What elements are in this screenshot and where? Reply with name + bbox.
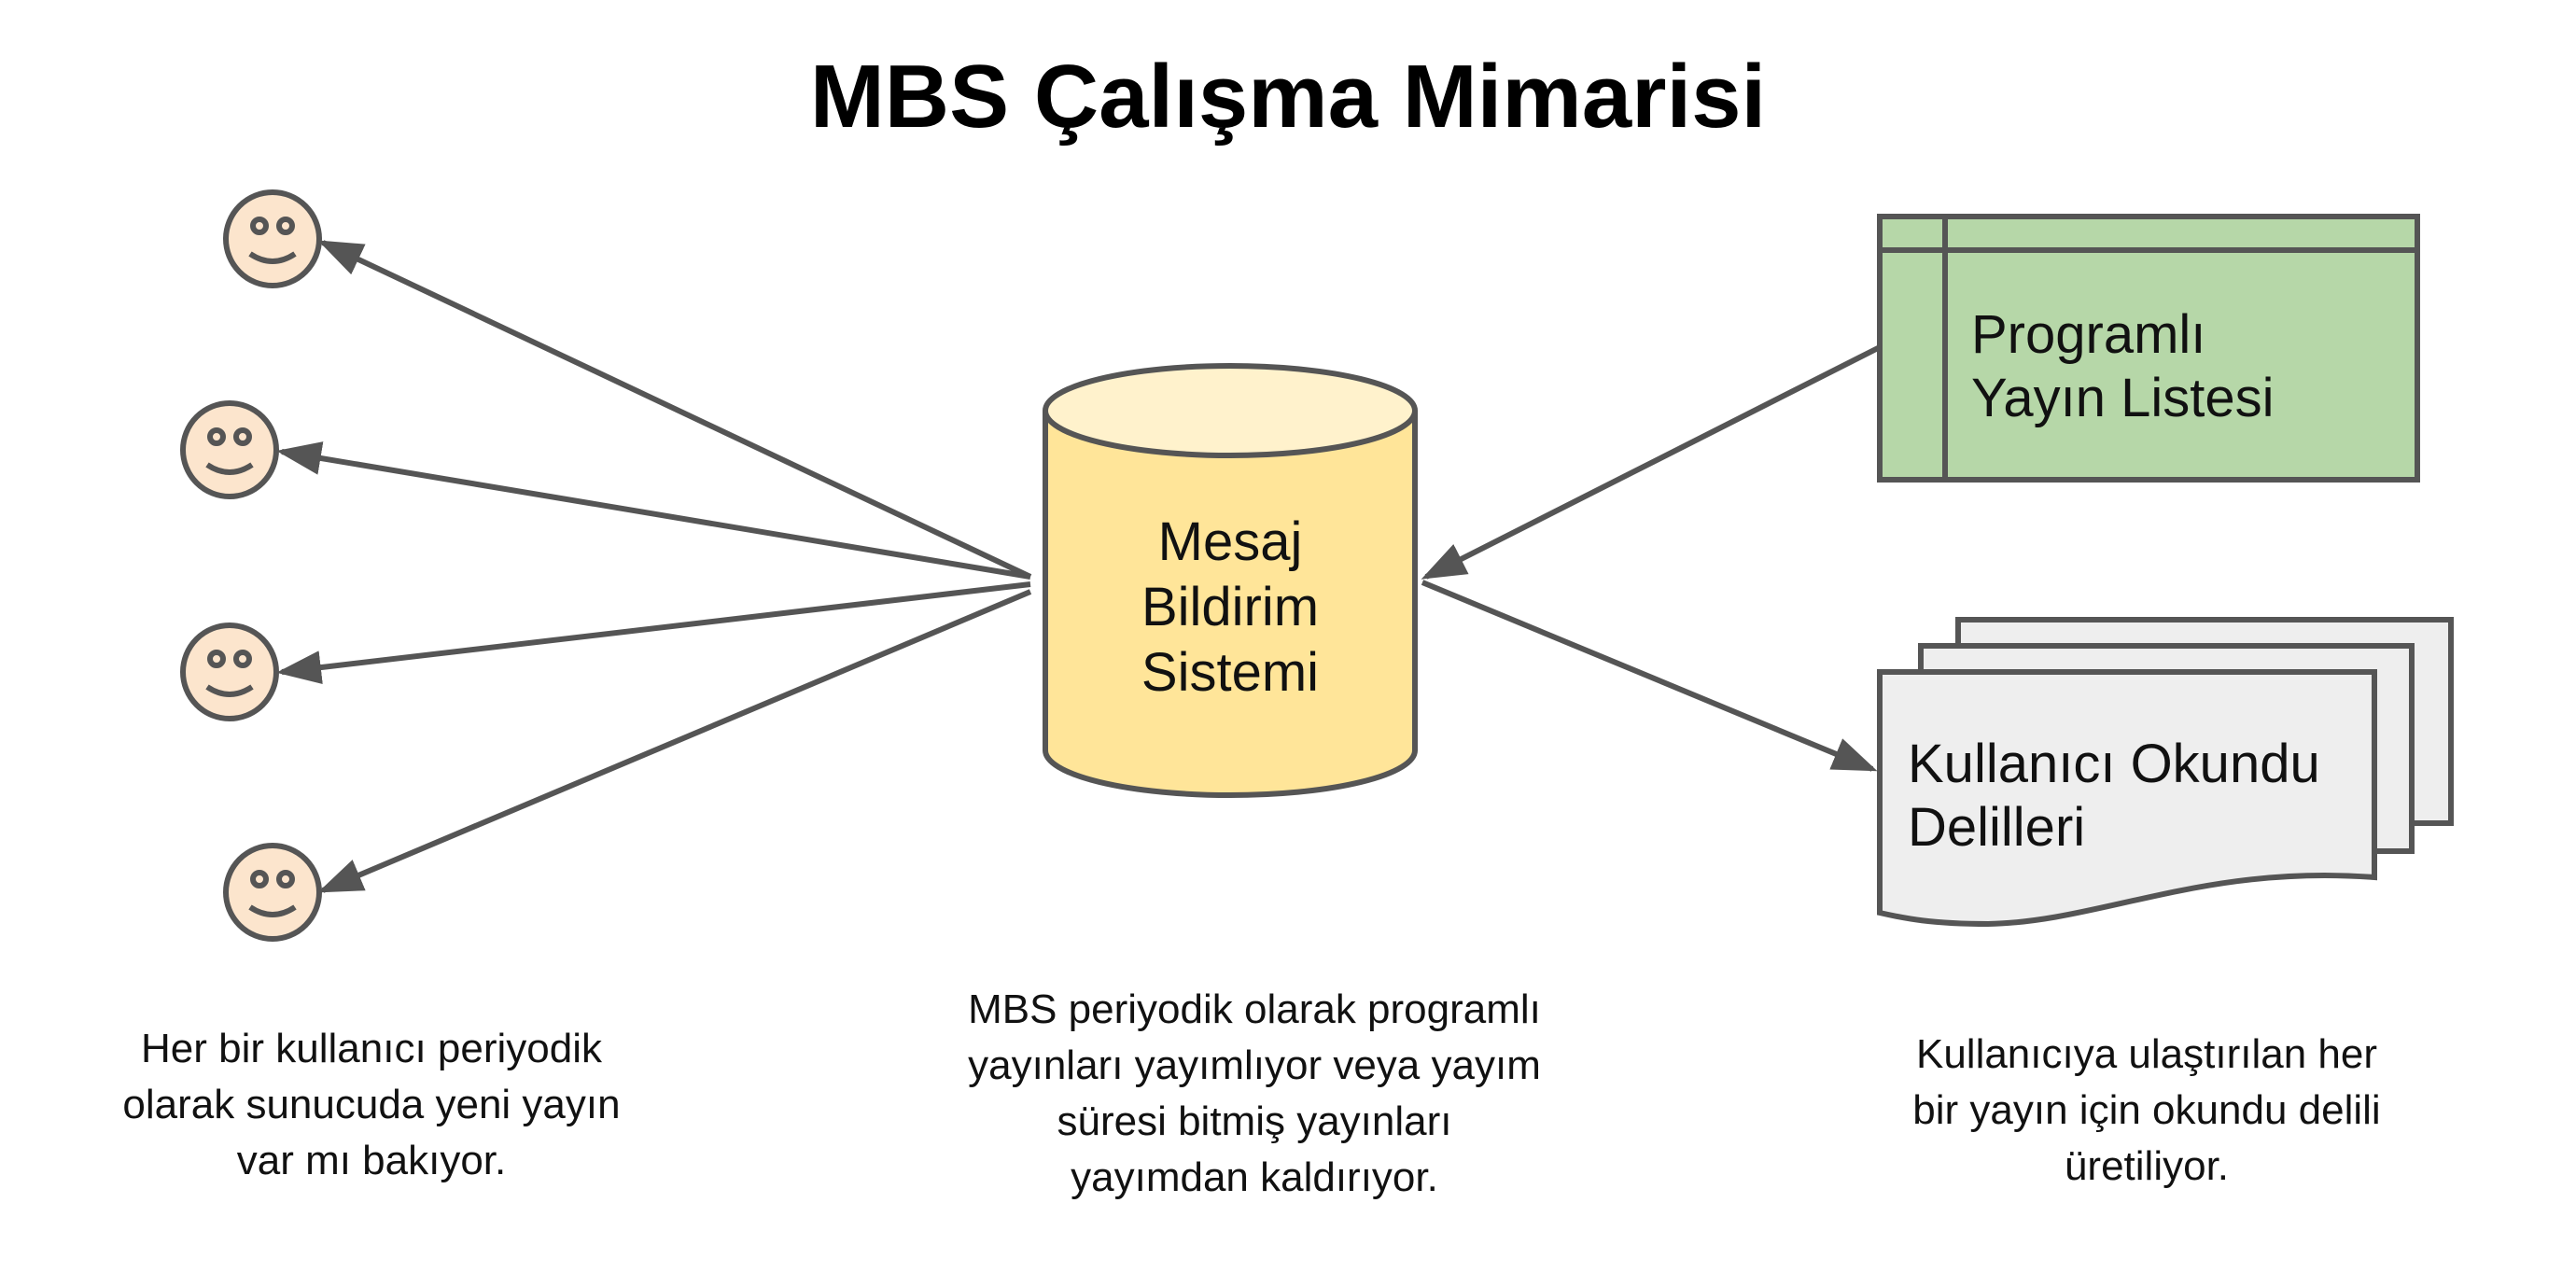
users-caption-line-3: var mı bakıyor.	[237, 1138, 507, 1183]
schedule-list-label-line-1: Programlı	[1971, 304, 2205, 365]
read-receipts-node: Kullanıcı Okundu Delilleri	[1877, 617, 2454, 928]
user-3	[180, 623, 279, 721]
edge-core-to-user-2	[276, 441, 1031, 580]
core-label-line-3: Sistemi	[1141, 642, 1319, 703]
smiley-face-icon	[180, 623, 279, 721]
read-receipts-label-line-2: Delilleri	[1908, 797, 2085, 858]
receipts-caption-line-1: Kullanıcıya ulaştırılan her	[1916, 1031, 2377, 1077]
user-1	[223, 189, 322, 288]
core-caption: MBS periyodik olarak programlı yayınları…	[968, 986, 1541, 1200]
core-caption-line-1: MBS periyodik olarak programlı	[968, 986, 1541, 1032]
core-caption-line-4: yayımdan kaldırıyor.	[1071, 1154, 1438, 1200]
core-message-system-node: Mesaj Bildirim Sistemi	[1043, 363, 1418, 798]
user-2	[180, 400, 279, 499]
receipts-caption-line-3: üretiliyor.	[2065, 1143, 2229, 1189]
edge-core-to-user-3	[276, 581, 1031, 684]
user-4	[223, 843, 322, 942]
read-receipts-label-line-1: Kullanıcı Okundu	[1908, 734, 2320, 794]
edge-core-to-user-1	[317, 240, 1032, 580]
core-caption-line-3: süresi bitmiş yayınları	[1057, 1098, 1451, 1144]
schedule-list-label-line-2: Yayın Listesi	[1971, 368, 2275, 428]
users-caption: Her bir kullanıcı periyodik olarak sunuc…	[122, 1026, 620, 1183]
receipts-caption: Kullanıcıya ulaştırılan her bir yayın iç…	[1912, 1031, 2380, 1189]
receipts-caption-line-2: bir yayın için okundu delili	[1912, 1087, 2380, 1133]
multiple-documents-icon	[1877, 617, 2454, 928]
database-cylinder-icon	[1043, 363, 1418, 798]
table-icon	[1877, 214, 2420, 483]
edge-core-to-user-4	[317, 589, 1032, 893]
smiley-face-icon	[223, 843, 322, 942]
edge-core-to-read-receipts	[1421, 580, 1878, 772]
edge-schedule-list-to-core	[1421, 344, 1882, 580]
core-label-line-1: Mesaj	[1158, 511, 1303, 572]
users-caption-line-1: Her bir kullanıcı periyodik	[141, 1026, 603, 1071]
diagram-title: MBS Çalışma Mimarisi	[810, 47, 1766, 147]
schedule-list-node: Programlı Yayın Listesi	[1877, 214, 2420, 483]
users-caption-line-2: olarak sunucuda yeni yayın	[122, 1082, 620, 1127]
smiley-face-icon	[180, 400, 279, 499]
smiley-face-icon	[223, 189, 322, 288]
core-label-line-2: Bildirim	[1141, 577, 1319, 637]
core-caption-line-2: yayınları yayımlıyor veya yayım	[968, 1042, 1541, 1088]
